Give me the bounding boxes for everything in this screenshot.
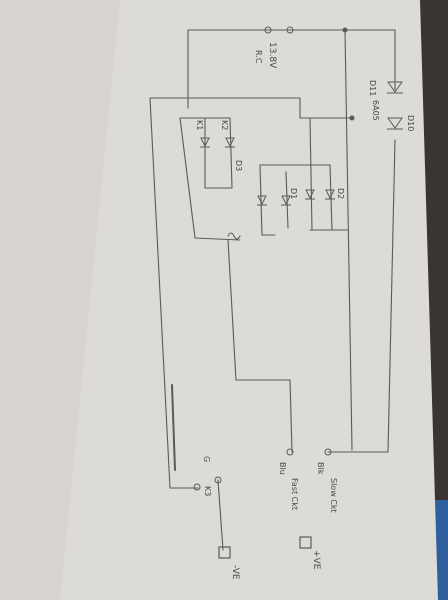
- positive-label: +VE: [311, 550, 321, 570]
- k2-label: K2: [220, 120, 229, 130]
- diode-lower-label: D10: [406, 115, 415, 131]
- supply-sub-label: R.C: [254, 50, 263, 64]
- diodes-caption-label: 6A05: [371, 100, 380, 121]
- negative-label: -VE: [230, 565, 240, 580]
- negative-output-box: [218, 546, 231, 559]
- g-label: G: [202, 456, 211, 462]
- d-left-label: D1: [289, 188, 298, 199]
- terminals: [193, 26, 332, 491]
- positive-output-box: [299, 536, 312, 549]
- diode-symbols: [200, 81, 403, 206]
- supply-voltage-label: 13.8V: [267, 42, 277, 69]
- paper-shade: [0, 0, 120, 600]
- blk-label: Blk: [316, 462, 325, 475]
- junctions: [342, 27, 355, 121]
- k3-label: K3: [203, 486, 212, 496]
- blu-label: Blu: [278, 462, 287, 475]
- d-right-label: D2: [336, 188, 345, 199]
- circuit-wires: [149, 29, 396, 551]
- k1-label: K1: [195, 120, 204, 130]
- fast-circuit-label: Fast Ckt: [290, 478, 299, 510]
- output-boxes: [218, 536, 312, 559]
- diode-upper-label: D11: [368, 80, 377, 96]
- d3-label: D3: [234, 160, 243, 171]
- slow-circuit-label: Slow Ckt: [329, 478, 338, 513]
- paper-sheet: [0, 0, 438, 600]
